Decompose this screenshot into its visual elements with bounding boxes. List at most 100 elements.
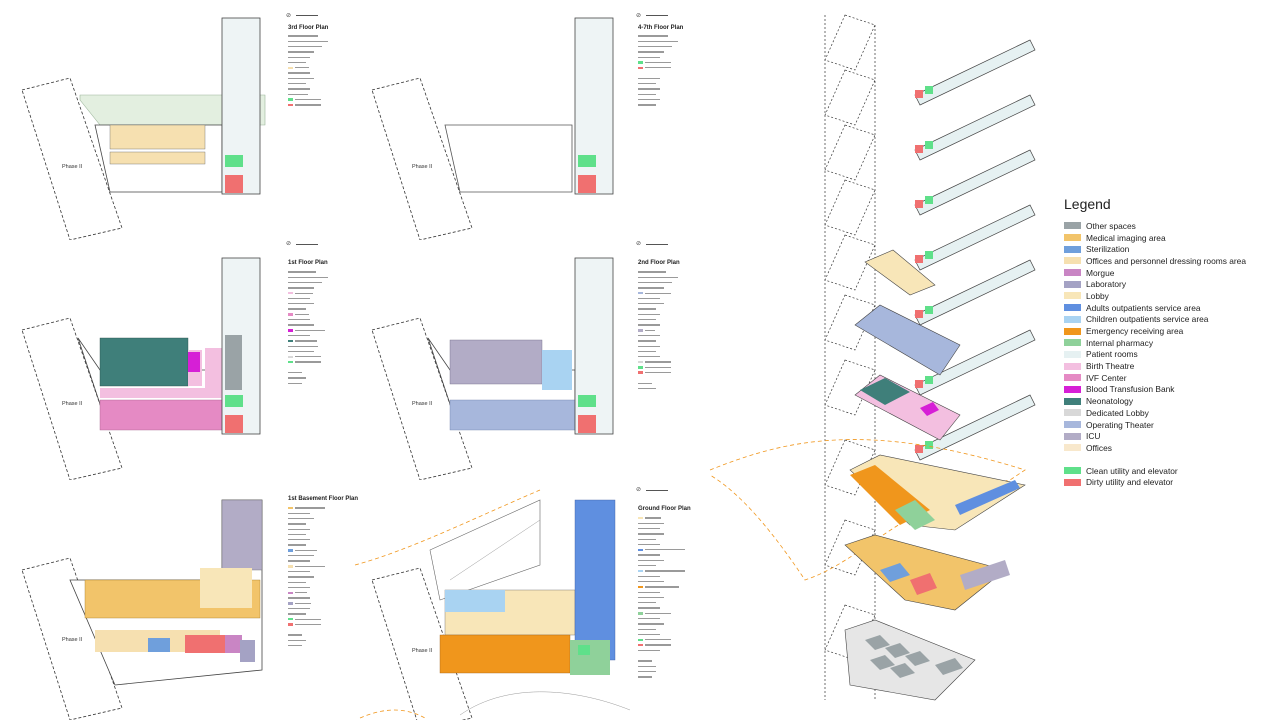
phase-label: Phase II (412, 164, 433, 170)
legend-label: Patient rooms (1086, 349, 1138, 360)
plan-key (288, 270, 328, 387)
legend-label: IVF Center (1086, 372, 1127, 383)
plan-4-7th-floor: Phase II ⊘ 4-7th Floor Plan (350, 0, 705, 240)
legend-label: Internal pharmacy (1086, 337, 1154, 348)
legend-label: Birth Theatre (1086, 361, 1135, 372)
legend-title: Legend (1064, 196, 1111, 212)
legend-label: Medical imaging area (1086, 232, 1166, 243)
north-arrow-icon: ⊘ (286, 241, 292, 247)
legend-item: Children outpatients service area (1064, 314, 1246, 326)
plan-1st-floor: Phase II ⊘ 1st Floor Plan (0, 240, 350, 480)
legend-swatch (1064, 222, 1081, 230)
phase-label: Phase II (62, 401, 83, 407)
legend-label: Adults outpatients service area (1086, 302, 1201, 313)
legend-item: Neonatology (1064, 395, 1246, 407)
legend-swatch (1064, 374, 1081, 382)
north-arrow-icon: ⊘ (636, 13, 642, 19)
phase-label: Phase II (412, 401, 433, 407)
plan-key (638, 34, 678, 108)
legend-swatch (1064, 385, 1081, 393)
plan-title: 3rd Floor Plan (288, 25, 329, 31)
plan-1st-basement: Phase II 1st Basement Floor Plan (0, 480, 358, 720)
scale-bar (646, 12, 668, 16)
plan-ground-floor-drawing (354, 489, 631, 720)
legend-item: Blood Transfusion Bank (1064, 384, 1246, 396)
plan-3rd-floor: Phase II ⊘ 3rd Floor Plan (0, 0, 350, 240)
legend-item: Dedicated Lobby (1064, 407, 1246, 419)
exploded-axonometric-drawing (709, 14, 1036, 701)
legend-item: Offices and personnel dressing rooms are… (1064, 255, 1246, 267)
legend-item: Other spaces (1064, 220, 1246, 232)
legend-swatch (1064, 432, 1081, 440)
legend-item: Operating Theater (1064, 419, 1246, 431)
legend-item: Clean utility and elevator (1064, 465, 1246, 477)
plan-key (288, 506, 325, 649)
plan-key (638, 270, 678, 392)
legend-label: Emergency receiving area (1086, 326, 1184, 337)
legend-label: Morgue (1086, 267, 1115, 278)
legend-swatch (1064, 245, 1081, 253)
legend-swatch (1064, 269, 1081, 277)
legend-swatch (1064, 350, 1081, 358)
legend-swatch (1064, 397, 1081, 405)
legend-swatch (1064, 304, 1081, 312)
scale-bar (296, 12, 318, 16)
legend-item: IVF Center (1064, 372, 1246, 384)
plan-1st-floor-drawing (21, 257, 261, 480)
legend-label: Blood Transfusion Bank (1086, 384, 1175, 395)
plan-4-7th-floor-drawing (371, 17, 614, 240)
legend-label: Offices and personnel dressing rooms are… (1086, 255, 1246, 266)
legend-swatch (1064, 409, 1081, 417)
phase-label: Phase II (62, 637, 83, 643)
legend-label: Laboratory (1086, 279, 1127, 290)
legend-label: Dirty utility and elevator (1086, 477, 1174, 488)
legend-item: Laboratory (1064, 278, 1246, 290)
legend-item: Morgue (1064, 267, 1246, 279)
phase-label: Phase II (62, 164, 83, 170)
legend-item: Offices (1064, 442, 1246, 454)
scale-bar (296, 241, 318, 245)
legend-item: ICU (1064, 430, 1246, 442)
legend-swatch (1064, 478, 1081, 486)
legend-item: Lobby (1064, 290, 1246, 302)
legend-item: Birth Theatre (1064, 360, 1246, 372)
legend-item: Patient rooms (1064, 349, 1246, 361)
plan-title: 1st Floor Plan (288, 260, 328, 266)
plan-1st-basement-drawing (21, 499, 263, 720)
legend-item: Emergency receiving area (1064, 325, 1246, 337)
legend-label: Children outpatients service area (1086, 314, 1209, 325)
plan-2nd-floor-drawing (371, 257, 614, 480)
legend-swatch (1064, 280, 1081, 288)
legend-swatch (1064, 327, 1081, 335)
legend-item: Medical imaging area (1064, 232, 1246, 244)
legend-swatch (1064, 292, 1081, 300)
legend-item: Sterilization (1064, 243, 1246, 255)
plan-title: Ground Floor Plan (638, 506, 691, 512)
scale-bar (646, 487, 668, 491)
scale-bar (646, 241, 668, 245)
plan-2nd-floor: Phase II ⊘ 2nd Floor Plan (350, 240, 705, 480)
legend-swatch (1064, 257, 1081, 265)
north-arrow-icon: ⊘ (636, 487, 642, 493)
legend-label: Sterilization (1086, 244, 1130, 255)
legend-swatch (1064, 444, 1081, 452)
legend-label: Lobby (1086, 290, 1109, 301)
plan-key (288, 34, 328, 108)
legend-label: Dedicated Lobby (1086, 407, 1149, 418)
legend-item: Adults outpatients service area (1064, 302, 1246, 314)
legend-item: Dirty utility and elevator (1064, 476, 1246, 488)
north-arrow-icon: ⊘ (636, 241, 642, 247)
legend-label: Clean utility and elevator (1086, 465, 1178, 476)
exploded-axonometric (705, 0, 1060, 720)
phase-label: Phase II (412, 648, 433, 654)
legend-label: Operating Theater (1086, 419, 1154, 430)
legend-swatch (1064, 362, 1081, 370)
legend-swatch (1064, 421, 1081, 429)
legend-label: Other spaces (1086, 220, 1136, 231)
plan-title: 4-7th Floor Plan (638, 25, 684, 31)
legend-label: Neonatology (1086, 396, 1134, 407)
plan-ground-floor: Phase II ⊘ Ground Floor Plan (350, 480, 705, 720)
